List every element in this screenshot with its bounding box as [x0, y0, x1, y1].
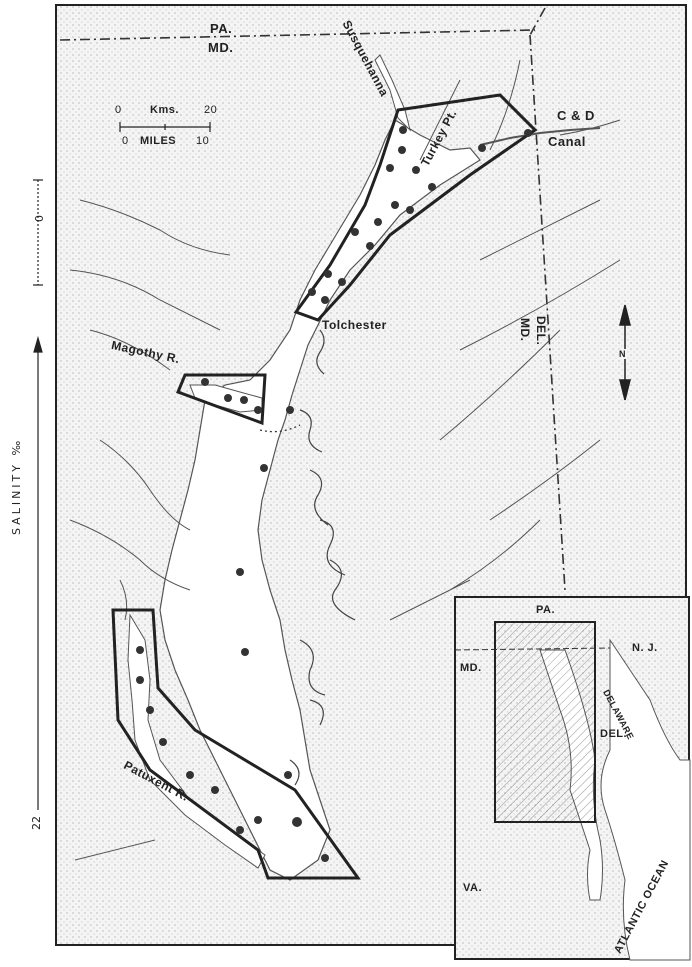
magothy-region — [176, 373, 267, 426]
station-dot — [374, 218, 382, 226]
station-dot — [412, 166, 420, 174]
scale-mi-max: 10 — [196, 135, 210, 147]
inset-md-label: MD. — [460, 662, 482, 674]
north-label: N — [619, 349, 626, 359]
station-dot — [406, 206, 414, 214]
scale-km-label: Kms. — [150, 104, 179, 116]
cd-canal-water — [479, 127, 601, 146]
station-dot — [399, 126, 407, 134]
salinity-axis — [33, 179, 43, 810]
scale-km-max: 20 — [204, 104, 218, 116]
station-dot — [159, 738, 167, 746]
station-dot — [398, 146, 406, 154]
station-dot — [321, 296, 329, 304]
scale-bar — [119, 122, 211, 132]
inset-del-label: DEL. — [600, 728, 628, 740]
del-md-border-top — [529, 7, 546, 36]
tolchester-label: Tolchester — [322, 318, 387, 332]
md-east-label: MD. — [518, 318, 532, 342]
station-dot — [236, 826, 244, 834]
station-dot — [391, 201, 399, 209]
inset-nj-label: N. J. — [632, 642, 658, 654]
station-dot — [308, 288, 316, 296]
station-dot — [254, 406, 262, 414]
station-dot — [136, 646, 144, 654]
patuxent-region — [111, 608, 361, 880]
pa-md-border — [59, 29, 536, 41]
salinity-axis-label: SALINITY ‰ — [10, 437, 23, 535]
scale-km-zero: 0 — [115, 104, 122, 116]
scale-mi-label: MILES — [140, 135, 177, 147]
upper-bay-region — [293, 93, 538, 322]
del-label: DEL. — [534, 316, 548, 346]
md-label: MD. — [208, 40, 234, 55]
sampling-stations — [136, 126, 532, 862]
station-dot — [428, 183, 436, 191]
station-dot — [286, 406, 294, 414]
cd-label: C & D — [557, 108, 595, 123]
station-dot — [366, 242, 374, 250]
station-dot — [186, 771, 194, 779]
scale-mi-zero: 0 — [122, 135, 129, 147]
eastern-shore-inlets — [289, 329, 356, 786]
inset-map — [454, 596, 691, 961]
station-dot — [136, 676, 144, 684]
station-dot — [324, 270, 332, 278]
station-dot — [321, 854, 329, 862]
canal-label: Canal — [548, 134, 586, 149]
station-dot — [146, 706, 154, 714]
tributary-lines — [69, 59, 621, 861]
station-dot — [201, 378, 209, 386]
station-dot — [211, 786, 219, 794]
inset-pa-label: PA. — [536, 604, 556, 616]
station-dot — [236, 568, 244, 576]
station-dot — [240, 396, 248, 404]
dotted-crossing — [259, 424, 301, 433]
station-dot — [241, 648, 249, 656]
inset-va-label: VA. — [463, 882, 483, 894]
station-dot — [338, 278, 346, 286]
station-dot — [478, 144, 486, 152]
station-dot — [351, 228, 359, 236]
station-dot — [260, 464, 268, 472]
susquehanna-water — [374, 54, 411, 132]
station-dot — [524, 129, 532, 137]
station-dot — [284, 771, 292, 779]
station-dot — [386, 164, 394, 172]
station-dot — [224, 394, 232, 402]
station-dot — [254, 816, 262, 824]
bay-water — [159, 119, 481, 881]
station-dot — [292, 817, 302, 827]
del-md-border — [529, 34, 566, 591]
salinity-bottom-value: 22 — [30, 816, 43, 830]
pa-label: PA. — [210, 21, 233, 36]
salinity-top-value: 0 — [33, 215, 46, 222]
